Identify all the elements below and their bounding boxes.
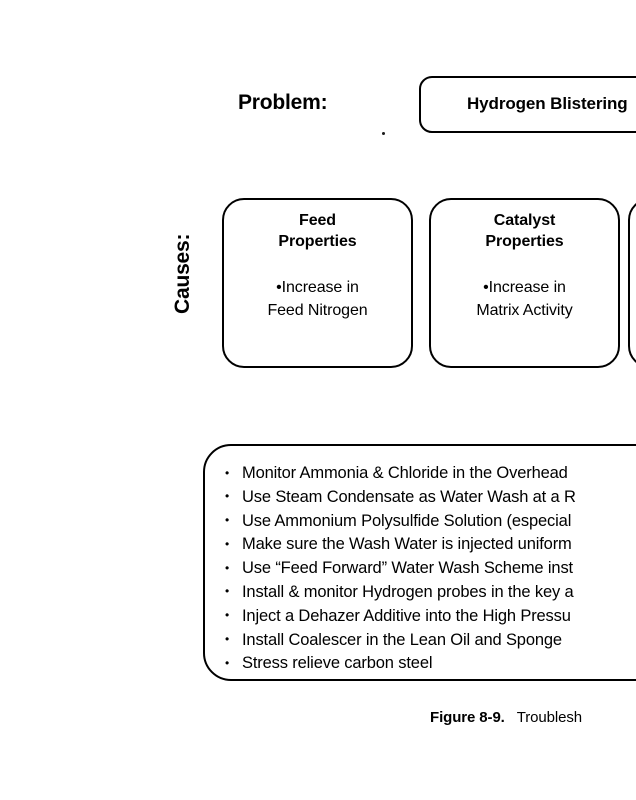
list-item: Inject a Dehazer Additive into the High …: [224, 604, 576, 629]
cause-box-title: Feed Properties: [278, 212, 357, 250]
problem-label: Problem:: [238, 91, 328, 114]
cause-box-body: •Increase in Feed Nitrogen: [267, 279, 368, 319]
cause-box-third-cropped: [628, 198, 636, 368]
list-item: Use Ammonium Polysulfide Solution (espec…: [224, 509, 576, 534]
problem-box: Hydrogen Blistering: [419, 76, 636, 133]
solutions-list: Monitor Ammonia & Chloride in the Overhe…: [224, 462, 576, 676]
list-item: Stress relieve carbon steel: [224, 652, 576, 676]
problem-box-text: Hydrogen Blistering: [467, 94, 628, 113]
list-item: Install & monitor Hydrogen probes in the…: [224, 580, 576, 605]
figure-caption-text: Troublesh: [516, 709, 582, 726]
cause-box-catalyst-properties: Catalyst Properties •Increase in Matrix …: [429, 198, 620, 368]
causes-label: Causes:: [171, 233, 194, 314]
list-item: Make sure the Wash Water is injected uni…: [224, 533, 576, 557]
cause-box-title: Catalyst Properties: [485, 212, 564, 250]
list-item: Use “Feed Forward” Water Wash Scheme ins…: [224, 557, 576, 581]
figure-caption: Figure 8-9. Troublesh: [430, 709, 582, 726]
solutions-box: Monitor Ammonia & Chloride in the Overhe…: [203, 444, 636, 681]
list-item: Monitor Ammonia & Chloride in the Overhe…: [224, 462, 576, 486]
scan-artifact-dot: [382, 132, 385, 135]
list-item: Use Steam Condensate as Water Wash at a …: [224, 485, 576, 510]
cause-box-body: •Increase in Matrix Activity: [476, 279, 573, 319]
cause-box-feed-properties: Feed Properties •Increase in Feed Nitrog…: [222, 198, 413, 368]
figure-number: Figure 8-9.: [430, 709, 505, 726]
list-item: Install Coalescer in the Lean Oil and Sp…: [224, 628, 576, 653]
